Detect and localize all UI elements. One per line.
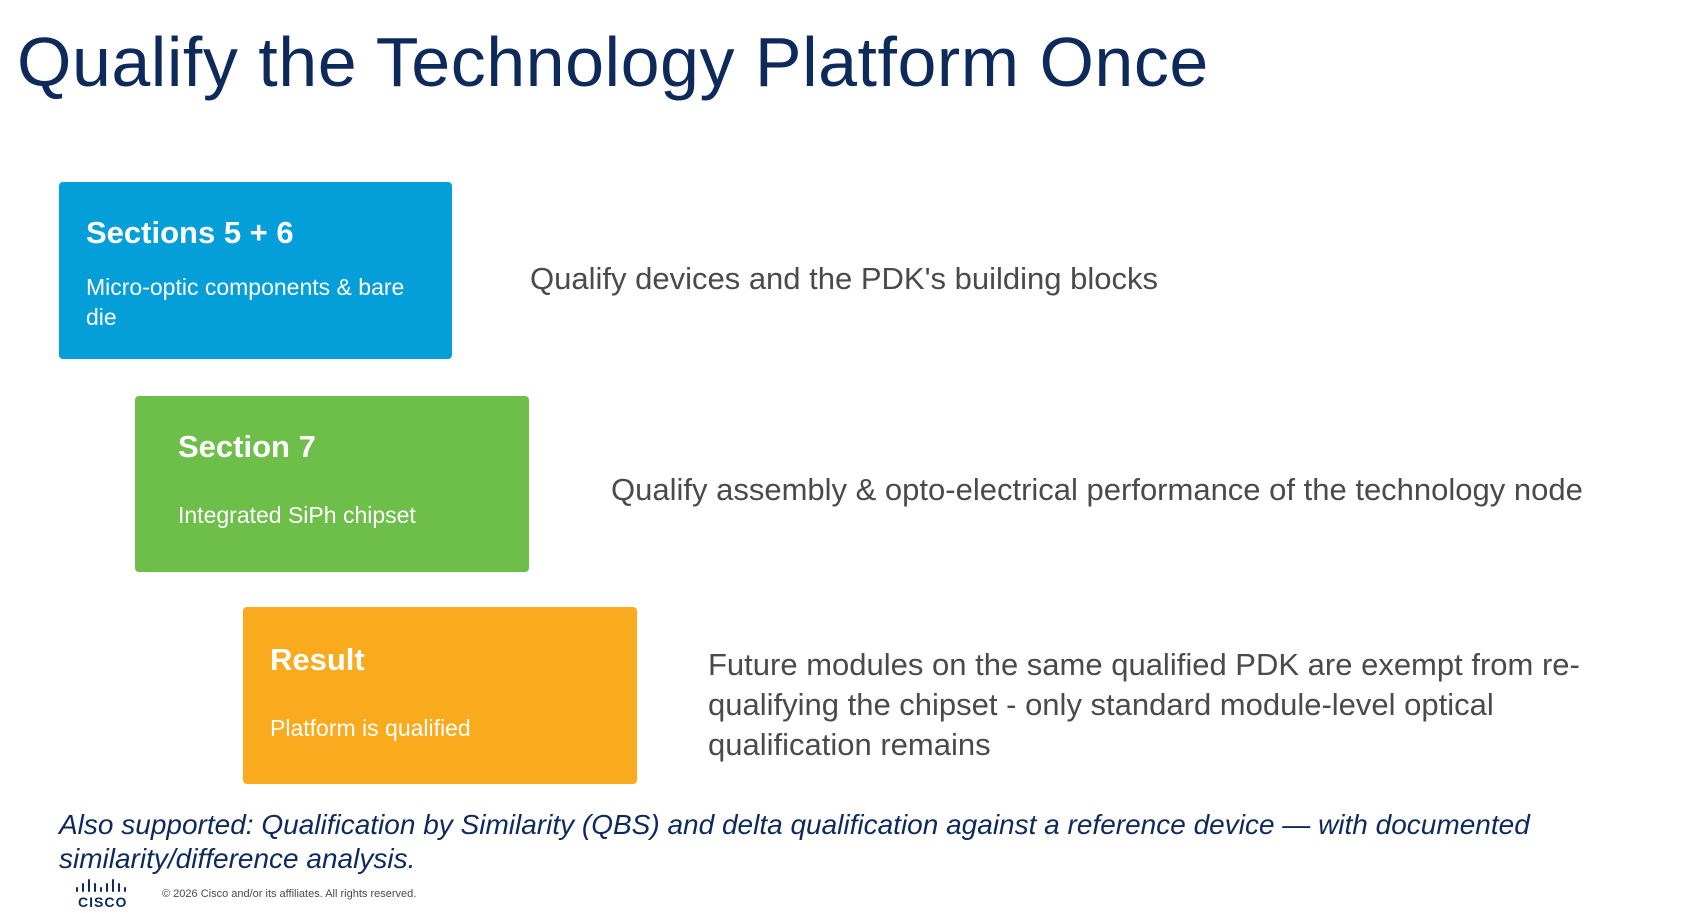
step-box-result: Result Platform is qualified — [243, 607, 637, 784]
step-title: Section 7 — [178, 429, 316, 464]
copyright-text: © 2026 Cisco and/or its affiliates. All … — [162, 888, 417, 900]
step-description-sections-5-6: Qualify devices and the PDK's building b… — [530, 261, 1158, 296]
step-subtitle: Platform is qualified — [270, 715, 471, 741]
step-subtitle: Micro-optic components & bare die — [86, 274, 405, 330]
step-box-sections-5-6: Sections 5 + 6 Micro-optic components & … — [59, 182, 452, 359]
cisco-logo: CISCO — [74, 878, 132, 910]
cisco-bars-icon — [76, 879, 126, 892]
logo-wordmark: CISCO — [78, 894, 128, 910]
step-title: Sections 5 + 6 — [86, 215, 294, 250]
step-subtitle: Integrated SiPh chipset — [178, 502, 416, 528]
step-description-section-7: Qualify assembly & opto-electrical perfo… — [611, 472, 1583, 507]
step-title: Result — [270, 642, 365, 677]
footnote: Also supported: Qualification by Similar… — [59, 809, 1530, 874]
slide-title: Qualify the Technology Platform Once — [17, 23, 1209, 101]
step-box-section-7: Section 7 Integrated SiPh chipset — [135, 396, 529, 572]
step-description-result: Future modules on the same qualified PDK… — [708, 647, 1580, 762]
